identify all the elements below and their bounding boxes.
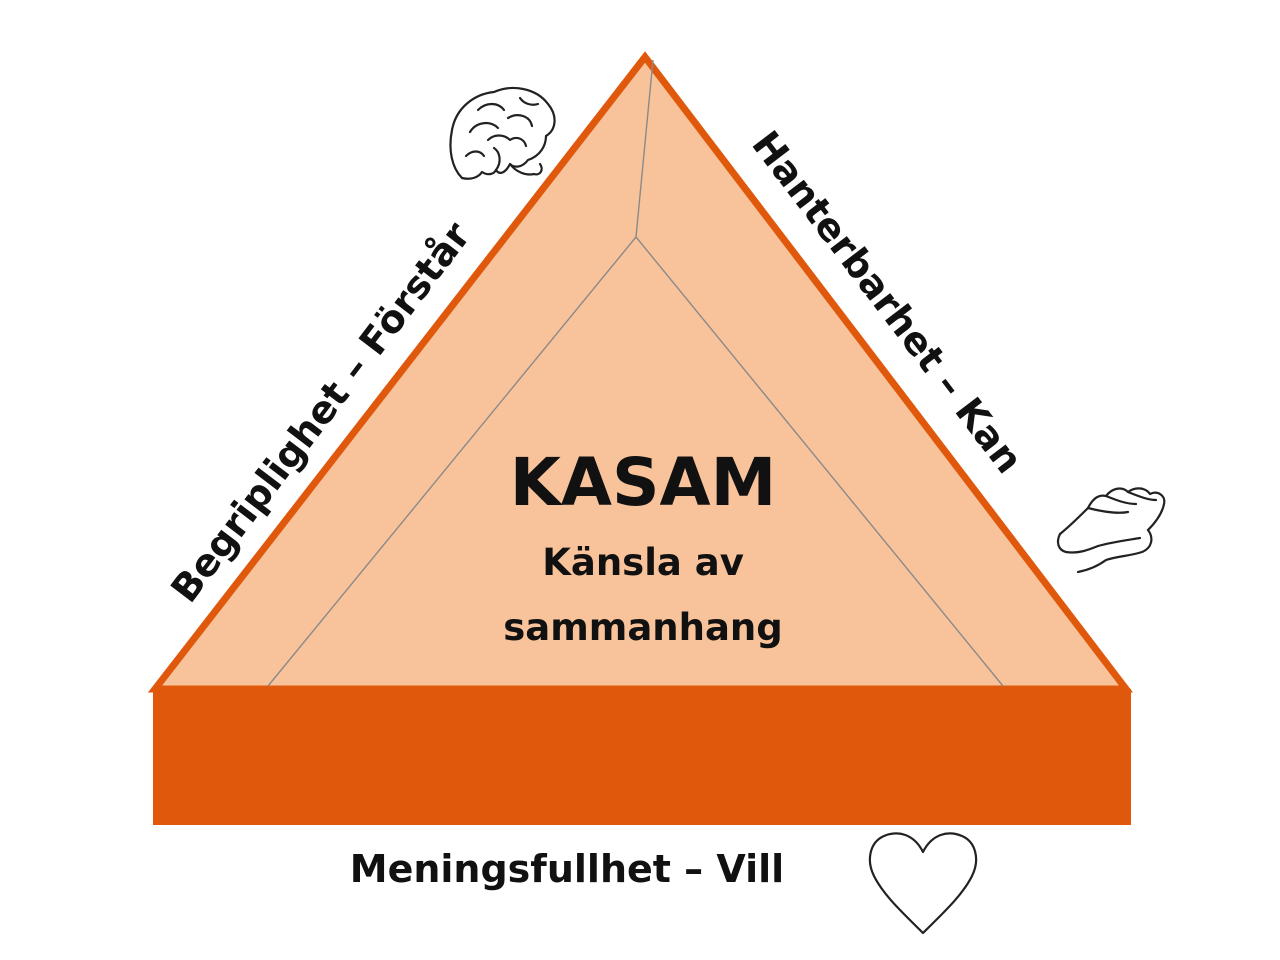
- hand-icon: [1056, 487, 1166, 574]
- center-subtitle-line2: sammanhang: [503, 606, 783, 649]
- bottom-label: Meningsfullhet – Vill: [350, 847, 784, 891]
- pyramid-facet-lines: [267, 59, 1004, 687]
- center-title: KASAM: [510, 444, 777, 521]
- base-block: [153, 689, 1131, 825]
- center-subtitle-line1: Känsla av: [542, 541, 744, 584]
- heart-icon: [868, 832, 978, 935]
- brain-icon: [449, 86, 556, 180]
- triangle-face: [147, 51, 1134, 693]
